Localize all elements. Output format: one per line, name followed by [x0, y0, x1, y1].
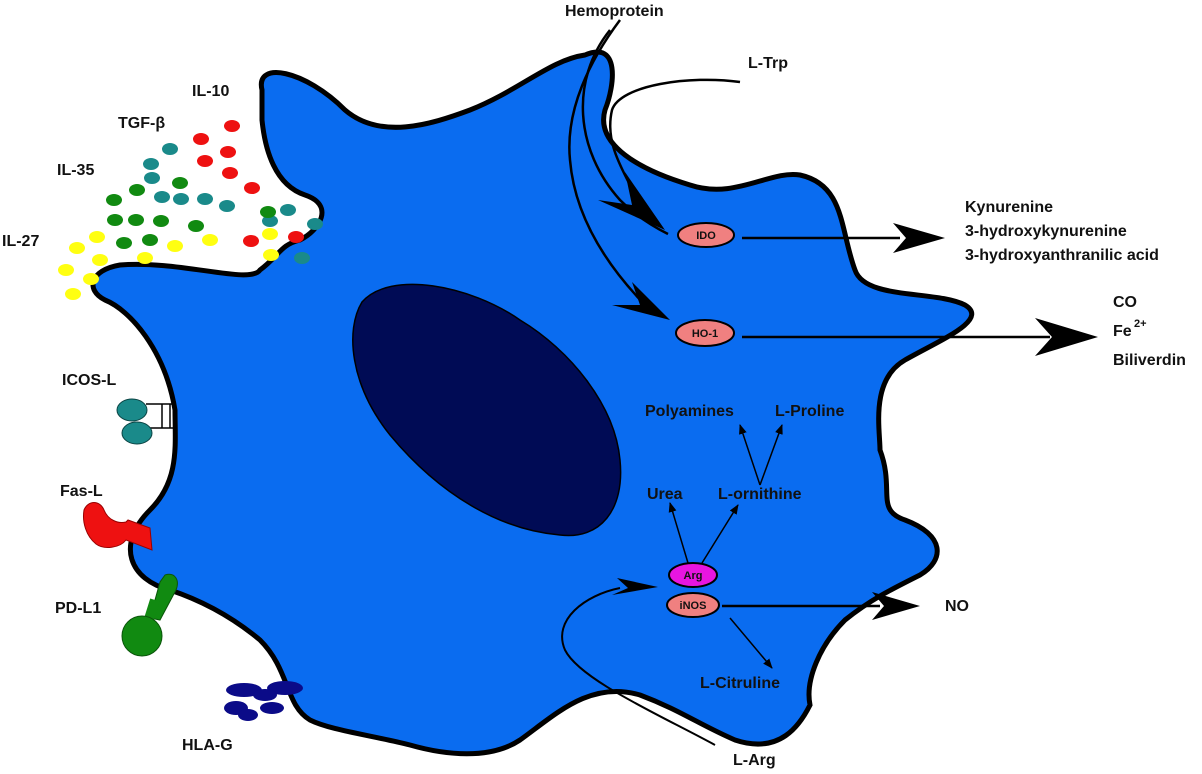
il-10-dot	[222, 167, 238, 179]
ho1-enzyme: HO-1	[675, 319, 735, 347]
hydroxykynurenine-label: 3-hydroxykynurenine	[965, 223, 1127, 240]
il-35-dot	[107, 214, 123, 226]
tgf-beta-dot	[144, 172, 160, 184]
il-10-dot	[224, 120, 240, 132]
il-35-dot	[153, 215, 169, 227]
tgf-beta-dot	[154, 191, 170, 203]
tgf-beta-dot	[162, 143, 178, 155]
inos-label: iNOS	[680, 600, 707, 612]
tgf-beta-dot	[197, 193, 213, 205]
tgf-beta-dot	[280, 204, 296, 216]
tgf-beta-dot	[173, 193, 189, 205]
no-label: NO	[945, 598, 969, 615]
il-35-dot	[116, 237, 132, 249]
il-27-dots	[58, 228, 279, 300]
il-10-dots	[193, 120, 304, 247]
il-10-dot	[288, 231, 304, 243]
ido-label: IDO	[696, 230, 716, 242]
ido-output-arrowhead	[893, 223, 945, 253]
tgf-beta-label: TGF-β	[118, 115, 165, 132]
ho1-label: HO-1	[692, 328, 718, 340]
hydroxyanthranilic-acid-label: 3-hydroxyanthranilic acid	[965, 247, 1159, 264]
l-trp-label: L-Trp	[748, 55, 788, 72]
larg-curve	[561, 587, 716, 746]
il-27-dot	[137, 252, 153, 264]
il-10-dot	[243, 235, 259, 247]
inos-output-arrowhead	[872, 592, 920, 620]
tgf-beta-dot	[143, 158, 159, 170]
tgf-beta-dots	[143, 143, 323, 264]
il-35-label: IL-35	[57, 162, 94, 179]
il-35-dot	[128, 214, 144, 226]
tgf-beta-dot	[307, 218, 323, 230]
il-27-dot	[262, 228, 278, 240]
larg-arrowhead	[612, 578, 658, 595]
il-27-dot	[58, 264, 74, 276]
l-citruline-label: L-Citruline	[700, 675, 780, 692]
il-35-dot	[142, 234, 158, 246]
fe-superscript: 2+	[1134, 318, 1147, 330]
fas-l-receptor	[83, 502, 153, 551]
il-35-dot	[260, 206, 276, 218]
co-label: CO	[1113, 294, 1137, 311]
il-35-dot	[172, 177, 188, 189]
hla-g-receptor	[224, 681, 303, 721]
pd-l1-label: PD-L1	[55, 600, 101, 617]
ido-enzyme: IDO	[677, 222, 735, 248]
pd-l1-receptor	[121, 573, 178, 657]
il-10-dot	[193, 133, 209, 145]
il-27-dot	[65, 288, 81, 300]
il-10-dot	[197, 155, 213, 167]
ltrp-curve	[608, 78, 741, 186]
tgf-beta-dot	[219, 200, 235, 212]
ho1-output-arrowhead	[1035, 318, 1098, 356]
fe-label: Fe	[1113, 323, 1132, 340]
il-27-label: IL-27	[2, 233, 39, 250]
ido-arrowhead	[598, 172, 665, 230]
il-27-dot	[167, 240, 183, 252]
hla-g-label: HLA-G	[182, 737, 233, 754]
il-27-dot	[69, 242, 85, 254]
kynurenine-label: Kynurenine	[965, 199, 1053, 216]
ho1-arrowhead	[612, 282, 670, 320]
il-35-dots	[106, 177, 276, 249]
urea-label: Urea	[647, 486, 683, 503]
l-ornithine-label: L-ornithine	[718, 486, 802, 503]
tgf-beta-dot	[262, 215, 278, 227]
tgf-beta-dot	[294, 252, 310, 264]
l-proline-label: L-Proline	[775, 403, 844, 420]
biliverdin-label: Biliverdin	[1113, 352, 1186, 369]
inos-enzyme: iNOS	[666, 592, 720, 618]
il-35-dot	[129, 184, 145, 196]
il-35-dot	[188, 220, 204, 232]
il-27-dot	[263, 249, 279, 261]
nucleus	[352, 283, 622, 537]
l-arg-label: L-Arg	[733, 752, 776, 769]
arginine-arrows	[668, 424, 783, 669]
il-35-dot	[106, 194, 122, 206]
fas-l-label: Fas-L	[60, 483, 103, 500]
icos-l-label: ICOS-L	[62, 372, 116, 389]
il-27-dot	[83, 273, 99, 285]
hemoprotein-label: Hemoprotein	[565, 3, 664, 20]
il-10-dot	[244, 182, 260, 194]
arg-label: Arg	[684, 570, 703, 582]
il-10-dot	[220, 146, 236, 158]
il-27-dot	[202, 234, 218, 246]
icos-l-receptor	[116, 398, 175, 445]
arg-enzyme: Arg	[668, 562, 718, 588]
il-10-label: IL-10	[192, 83, 229, 100]
polyamines-label: Polyamines	[645, 403, 734, 420]
il-27-dot	[92, 254, 108, 266]
il-27-dot	[89, 231, 105, 243]
